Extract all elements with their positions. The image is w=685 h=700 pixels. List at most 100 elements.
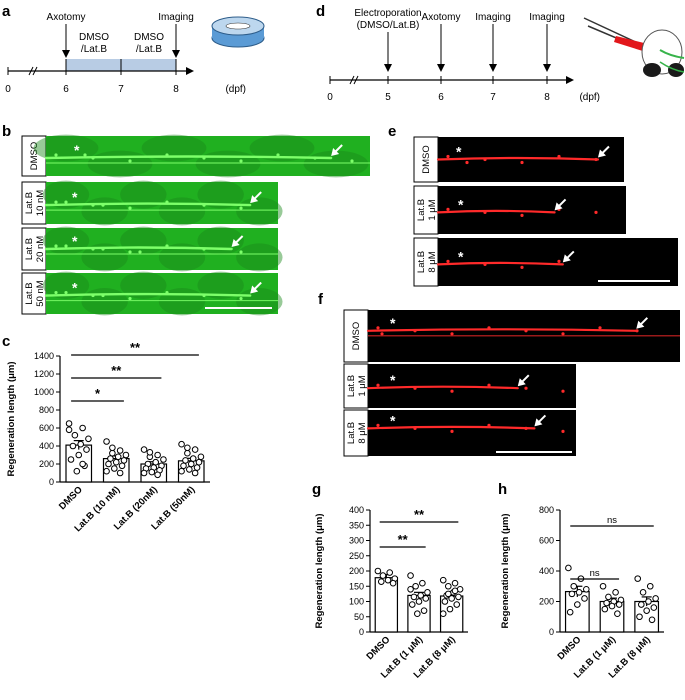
x-tick-label: DMSO — [556, 634, 584, 662]
data-point — [83, 446, 90, 453]
data-point — [140, 446, 148, 453]
y-tick-label: 400 — [349, 505, 364, 515]
row-label: DMSO — [351, 322, 362, 351]
data-point — [424, 589, 431, 596]
data-point — [637, 601, 645, 608]
row-label-box — [21, 272, 47, 315]
data-point — [79, 460, 86, 468]
data-point — [79, 424, 86, 432]
e-image-row-2: Lat.B8 μM* — [413, 237, 678, 287]
axon — [44, 292, 252, 297]
y-tick-label: 1000 — [34, 387, 54, 397]
electroporation-label: Electroporation — [354, 8, 421, 19]
row-label-box — [343, 309, 369, 363]
data-point — [603, 599, 610, 607]
data-point — [65, 420, 73, 427]
data-point — [422, 595, 430, 602]
data-point — [439, 576, 447, 584]
data-point — [374, 567, 382, 575]
data-point — [386, 569, 394, 576]
axotomy-site-asterisk: * — [456, 144, 462, 160]
electroporation-sub: (DMSO/Lat.B) — [357, 20, 420, 31]
data-point — [182, 457, 189, 464]
data-point — [384, 576, 392, 584]
data-point — [415, 598, 423, 605]
data-point — [195, 458, 203, 466]
data-point — [568, 590, 576, 598]
panel-b: b DMSO*Lat.B10 nM*Lat.B20 nM*Lat.B50 nM* — [2, 123, 370, 316]
data-point — [146, 449, 154, 456]
row-label-box — [343, 363, 369, 409]
data-point — [410, 593, 418, 601]
data-point — [451, 587, 459, 595]
axotomy-site-asterisk: * — [390, 315, 396, 331]
tick-label-5-d: 5 — [385, 92, 391, 103]
data-point — [389, 579, 397, 587]
data-point — [105, 460, 112, 468]
y-tick-label: 800 — [39, 405, 54, 415]
row-label-box — [413, 136, 439, 183]
petri-dish-icon — [211, 16, 265, 48]
y-tick-label: 600 — [39, 423, 54, 433]
data-point — [444, 582, 452, 590]
data-point — [73, 467, 81, 475]
y-axis-label: Regeneration length (μm) — [6, 361, 17, 476]
panel-c-letter: c — [2, 333, 10, 350]
data-point — [451, 579, 459, 587]
row-label: Lat.B50 nM — [24, 280, 46, 306]
electroporation-needle-icon — [583, 17, 685, 77]
e-image-row-0: DMSO* — [413, 136, 624, 183]
axotomy-site-asterisk: * — [72, 280, 78, 296]
data-point — [407, 586, 414, 593]
data-point — [191, 469, 199, 477]
data-point — [184, 449, 191, 457]
data-point — [154, 451, 161, 459]
y-tick-label: 150 — [349, 581, 364, 591]
panel-e-rows: DMSO* Lat.B1 μM * Lat.B8 μM* — [413, 136, 678, 287]
data-point — [109, 444, 116, 452]
data-point — [639, 589, 647, 596]
panel-h-letter: h — [498, 481, 507, 498]
y-tick-label: 250 — [349, 551, 364, 561]
y-tick-label: 600 — [539, 536, 554, 546]
data-point — [379, 572, 387, 579]
data-point — [180, 462, 187, 470]
axon — [436, 209, 556, 214]
axon — [436, 156, 600, 161]
data-point — [614, 610, 621, 618]
y-tick-label: 100 — [349, 597, 364, 607]
data-point — [109, 449, 116, 457]
data-point — [152, 458, 159, 466]
y-tick-label: 1400 — [34, 351, 54, 361]
imaging2-label-d: Imaging — [529, 12, 565, 23]
y-tick-label: 200 — [39, 459, 54, 469]
row-label: Lat.B8 μM — [346, 422, 368, 444]
treatment-2-sub: /Lat.B — [136, 44, 162, 55]
axon — [44, 202, 252, 207]
tick-label-7-d: 7 — [490, 92, 496, 103]
row-label: Lat.B1 μM — [416, 199, 438, 221]
significance-label: ** — [398, 532, 409, 547]
x-tick-label: DMSO — [365, 634, 393, 662]
tick-label-0: 0 — [5, 84, 11, 95]
data-point — [566, 608, 574, 616]
data-point — [184, 444, 191, 452]
data-point — [118, 462, 126, 470]
axotomy-site-asterisk: * — [390, 412, 396, 428]
micrograph — [438, 186, 626, 234]
data-point — [648, 616, 656, 624]
axotomy-site-asterisk: * — [72, 189, 78, 205]
row-label-box — [21, 227, 47, 271]
y-tick-label: 50 — [354, 612, 364, 622]
data-point — [417, 592, 424, 599]
data-point — [453, 601, 461, 608]
data-point — [154, 471, 161, 479]
y-axis-label: Regeneration length (μm) — [500, 513, 511, 628]
y-tick-label: 0 — [359, 627, 364, 637]
data-point — [565, 564, 572, 572]
data-point — [419, 579, 426, 587]
data-point — [650, 604, 658, 611]
tick-label-6: 6 — [63, 84, 69, 95]
tick-label-6-d: 6 — [438, 92, 444, 103]
data-point — [186, 466, 193, 473]
